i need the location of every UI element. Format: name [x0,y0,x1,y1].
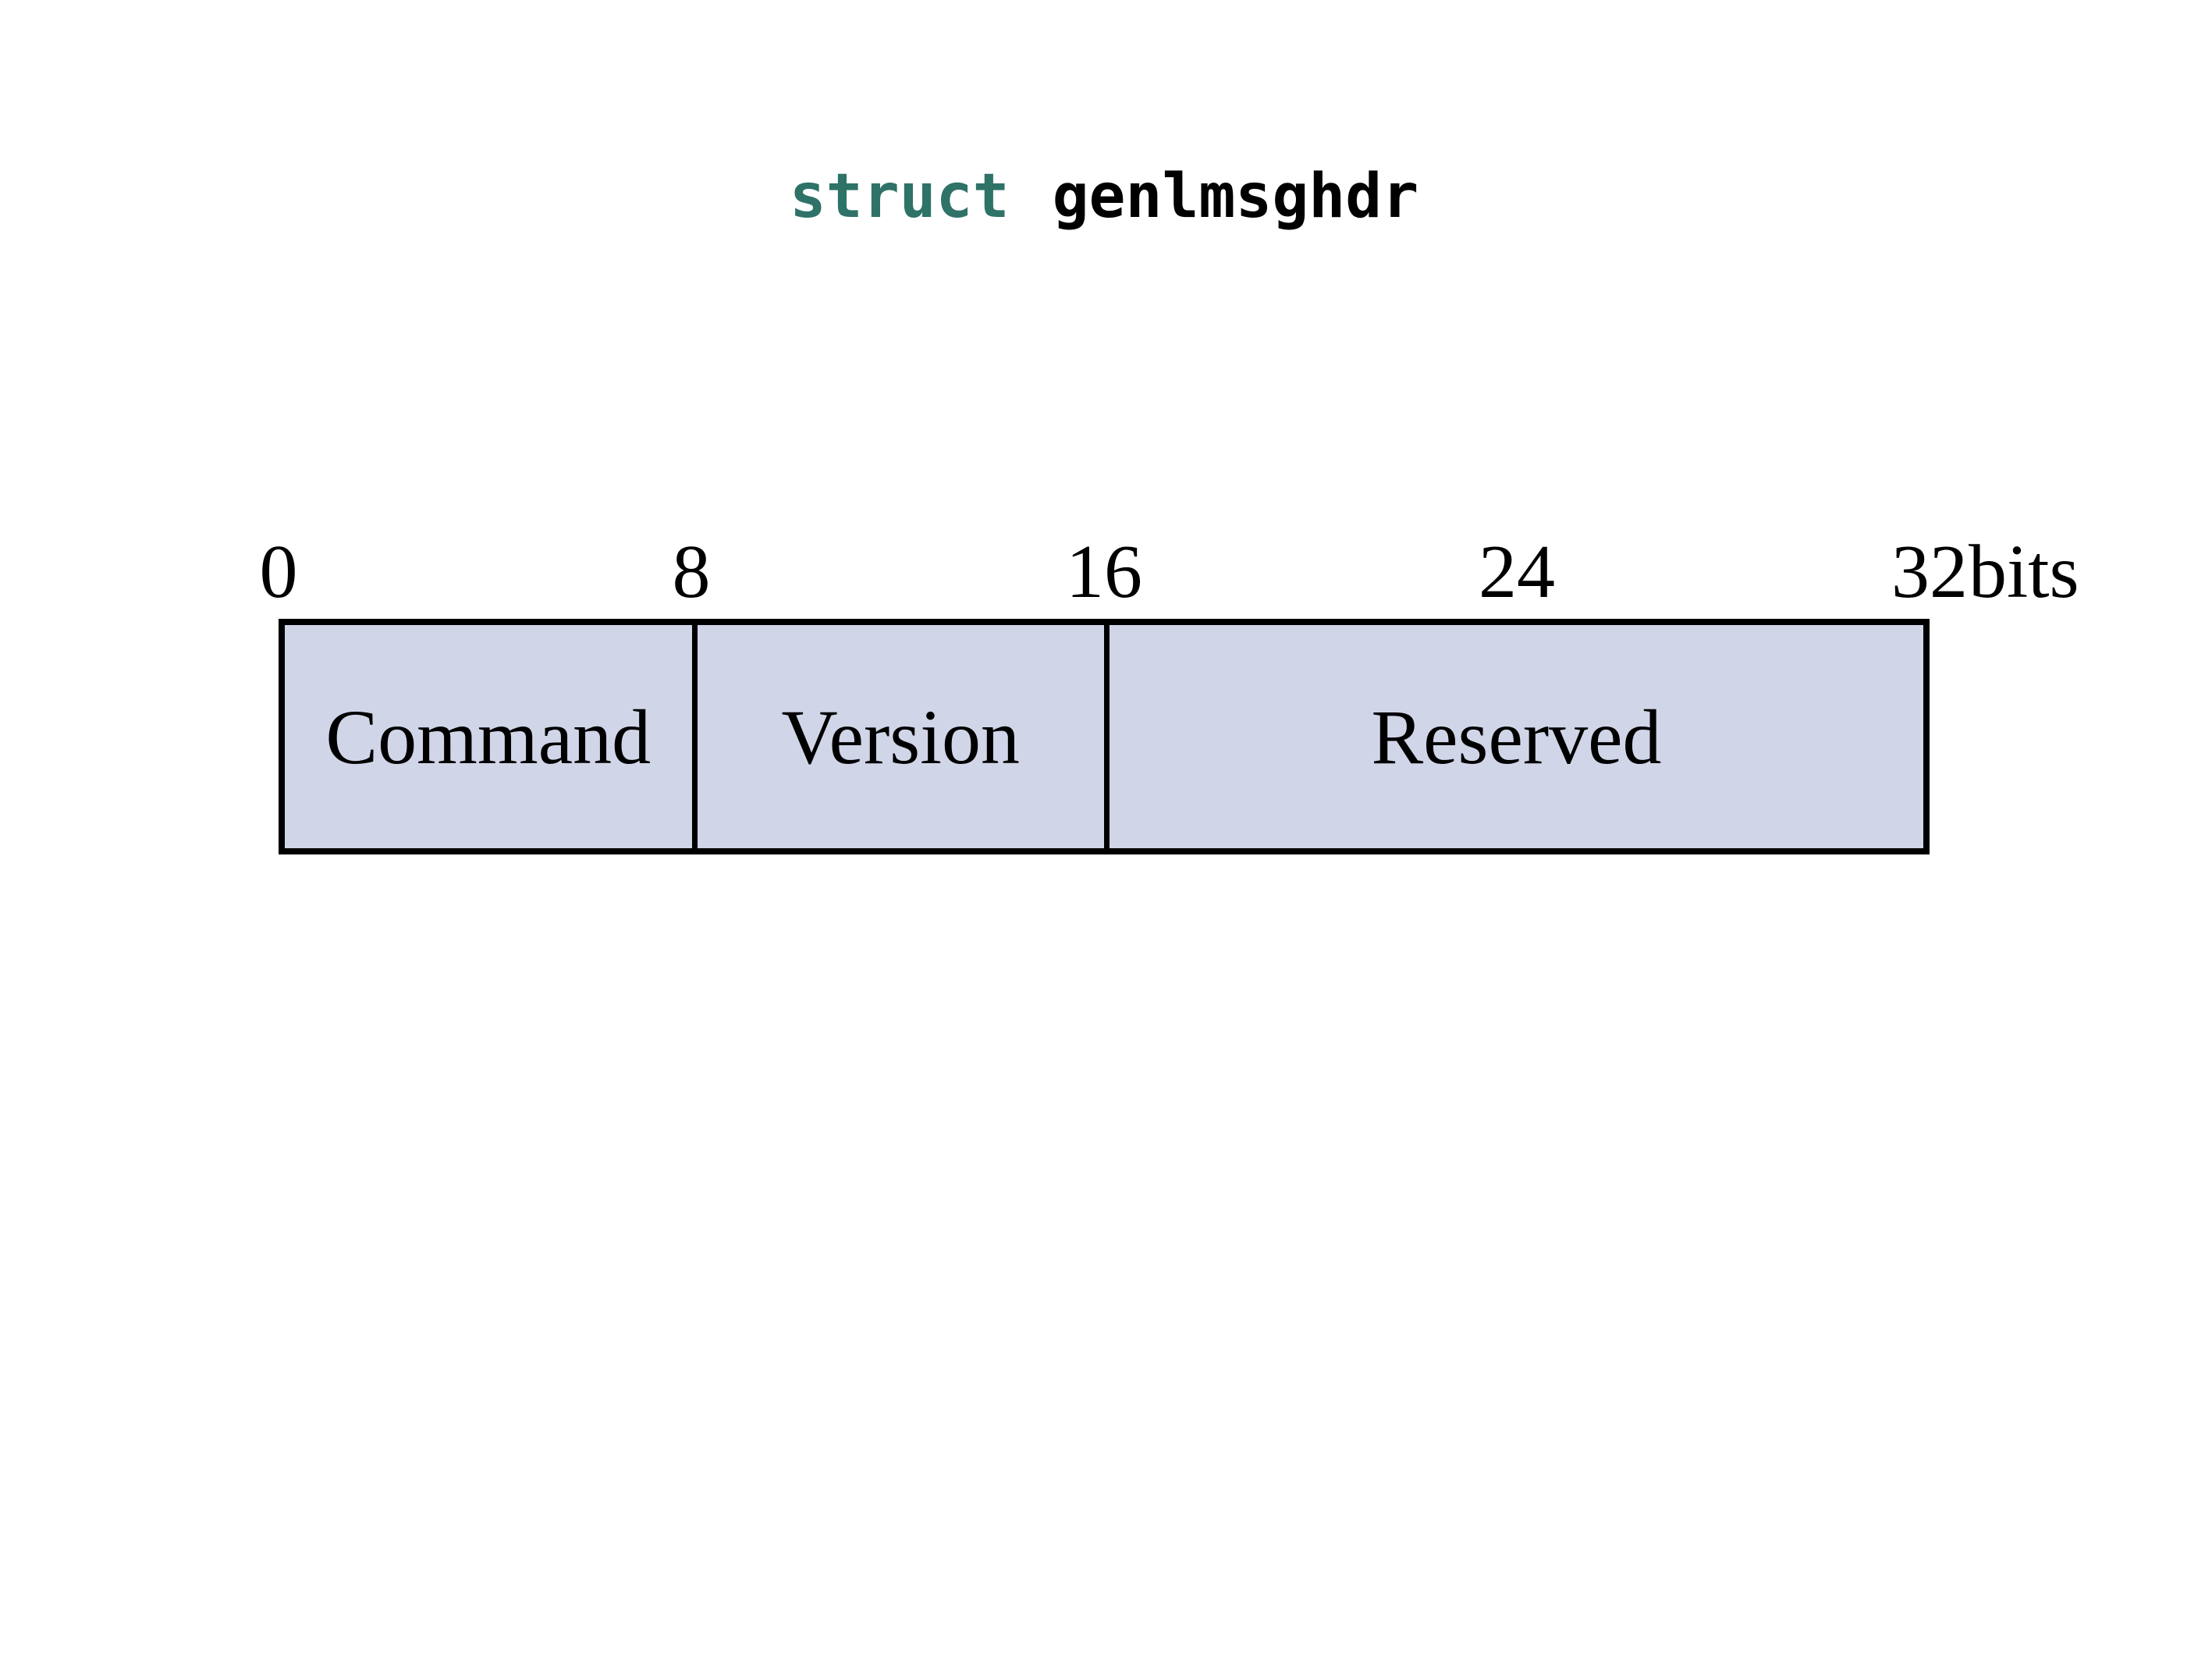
struct-title: struct genlmsghdr [279,153,1930,240]
bit-scale: 0 8 16 24 32 bits [260,530,2079,614]
bit-tick-8: 8 [672,530,711,614]
bit-tick-0: 0 [259,530,298,614]
bits-unit-label: bits [1969,530,2079,614]
struct-layout-box: Command Version Reserved [279,619,1930,854]
field-reserved: Reserved [1104,625,1923,848]
field-reserved-label: Reserved [1371,693,1662,780]
struct-name: genlmsghdr [1052,162,1419,232]
field-version: Version [691,625,1105,848]
field-version-label: Version [781,693,1021,780]
bit-tick-24: 24 [1479,530,1555,614]
bit-tick-16: 16 [1066,530,1142,614]
field-command-label: Command [325,693,652,780]
field-command: Command [285,625,692,848]
struct-keyword: struct [789,162,1010,232]
bit-tick-32: 32 [1891,530,1968,614]
